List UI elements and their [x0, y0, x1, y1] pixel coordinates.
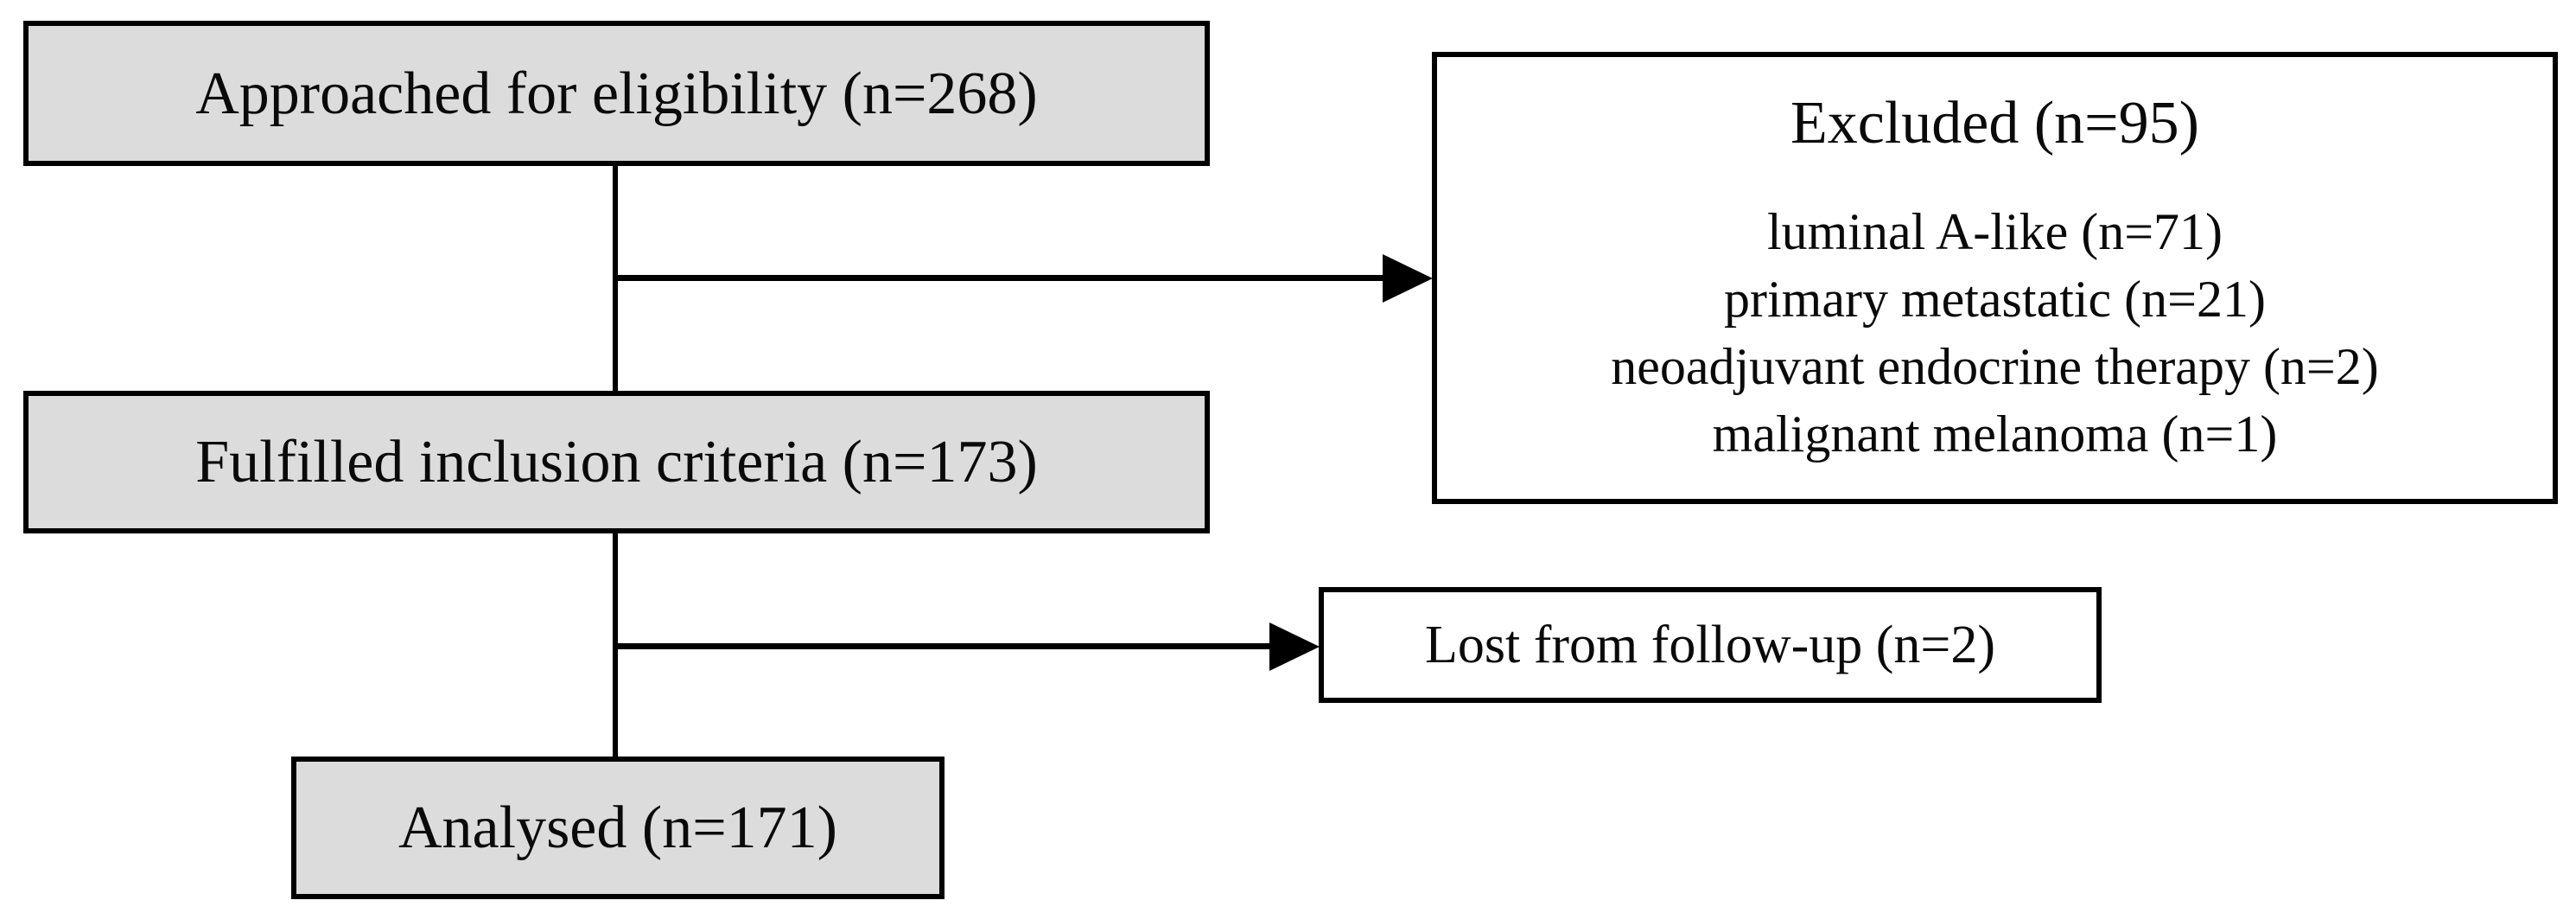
- excluded-reasons-list: luminal A-like (n=71) primary metastatic…: [1611, 198, 2379, 468]
- excluded-reason-item: neoadjuvant endocrine therapy (n=2): [1611, 338, 2379, 395]
- node-excluded: Excluded (n=95) luminal A-like (n=71) pr…: [1432, 52, 2558, 504]
- excluded-reason-item: primary metastatic (n=21): [1724, 271, 2266, 328]
- arrowhead-to-lost-icon: [1269, 622, 1320, 671]
- excluded-reason-item: luminal A-like (n=71): [1766, 203, 2223, 260]
- node-fulfilled-label: Fulfilled inclusion criteria (n=173): [195, 429, 1038, 495]
- node-approached-label: Approached for eligibility (n=268): [195, 60, 1038, 127]
- node-approached-for-eligibility: Approached for eligibility (n=268): [23, 21, 1210, 166]
- node-fulfilled-inclusion-criteria: Fulfilled inclusion criteria (n=173): [23, 391, 1210, 533]
- node-excluded-title: Excluded (n=95): [1790, 90, 2199, 156]
- node-analysed: Analysed (n=171): [291, 757, 945, 899]
- node-lost-label: Lost from follow-up (n=2): [1424, 615, 1996, 674]
- node-lost-from-follow-up: Lost from follow-up (n=2): [1319, 587, 2102, 703]
- excluded-reason-item: malignant melanoma (n=1): [1712, 405, 2278, 463]
- arrowhead-to-excluded-icon: [1383, 254, 1433, 303]
- node-analysed-label: Analysed (n=171): [398, 795, 837, 861]
- arrow-line-to-lost: [615, 643, 1277, 649]
- arrow-line-to-excluded: [615, 275, 1390, 281]
